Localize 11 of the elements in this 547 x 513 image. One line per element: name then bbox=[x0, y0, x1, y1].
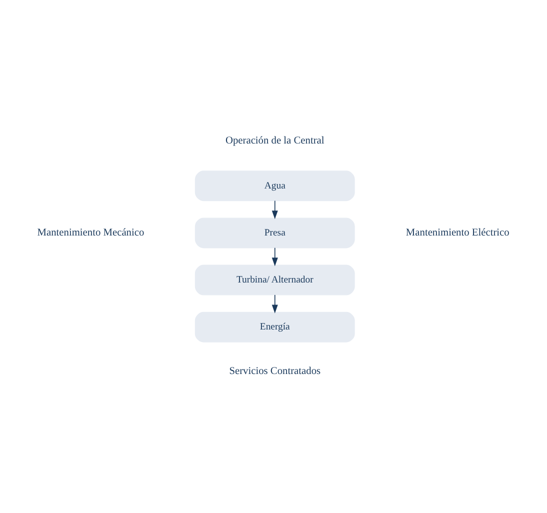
label: Mantenimiento Eléctrico bbox=[406, 227, 510, 238]
node-box: Turbina/ Alternador bbox=[194, 264, 355, 296]
node-box: Presa bbox=[194, 218, 355, 248]
node-box: Energía bbox=[194, 312, 355, 342]
label: Servicios Contratados bbox=[229, 366, 321, 378]
label: Operación de la Central bbox=[225, 136, 324, 147]
arrow bbox=[272, 294, 278, 314]
label: Mantenimiento Mecánico bbox=[37, 227, 144, 238]
arrow bbox=[272, 200, 278, 220]
arrow bbox=[272, 247, 278, 266]
node-box: Agua bbox=[194, 170, 355, 202]
